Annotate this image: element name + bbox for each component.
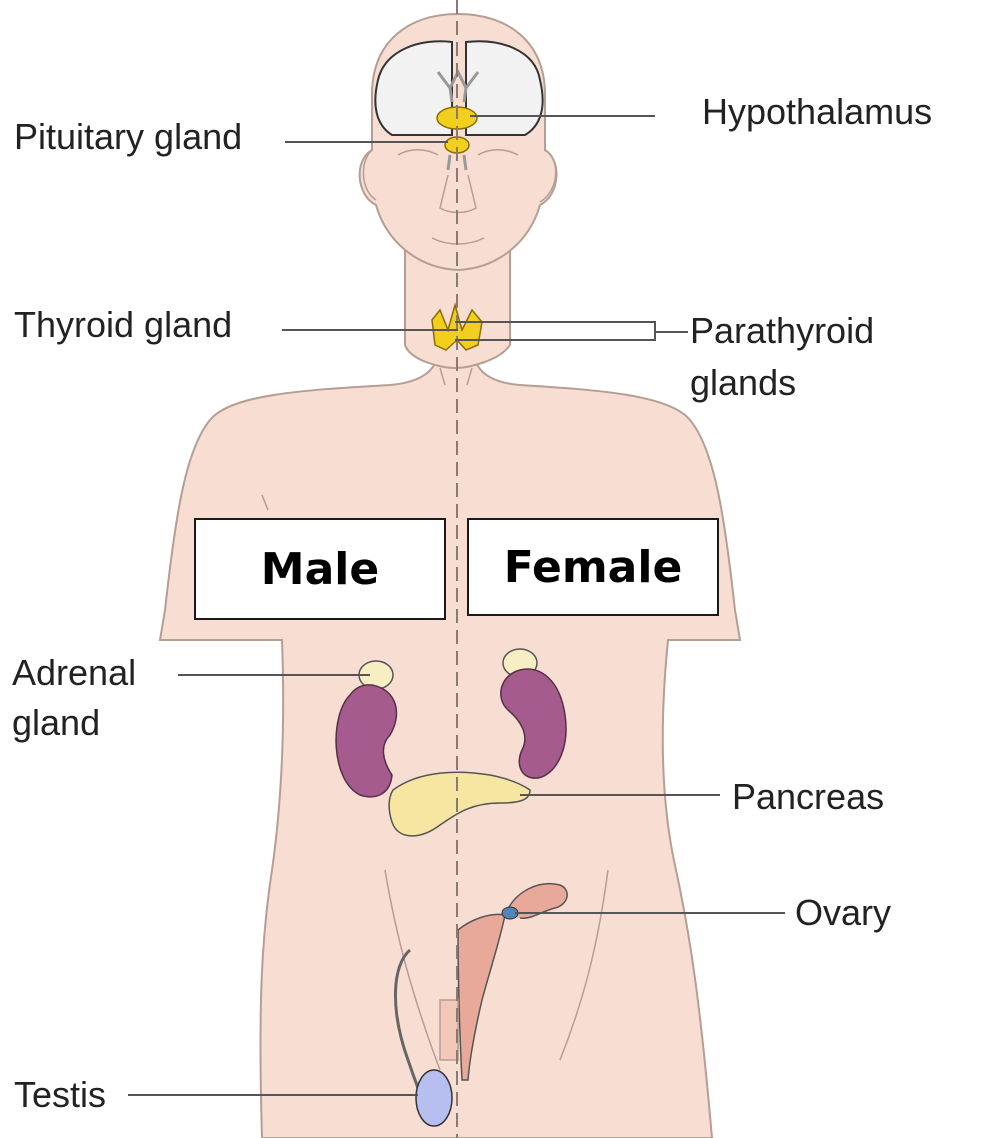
pancreas-label: Pancreas: [732, 772, 884, 822]
ovary-label: Ovary: [795, 888, 891, 938]
penis-shape: [440, 1000, 458, 1060]
pituitary-gland-label: Pituitary gland: [14, 112, 242, 162]
parathyroid-label-line1: Parathyroid: [690, 306, 874, 356]
thyroid-gland-label: Thyroid gland: [14, 300, 232, 350]
parathyroid-label-line2: glands: [690, 358, 796, 408]
female-section-box: Female: [467, 518, 719, 616]
adrenal-label-line2: gland: [12, 698, 100, 748]
testis-label: Testis: [14, 1070, 106, 1120]
hypothalamus-label: Hypothalamus: [702, 87, 932, 137]
male-section-box: Male: [194, 518, 446, 620]
testis-shape: [416, 1070, 452, 1126]
adrenal-label-line1: Adrenal: [12, 648, 136, 698]
